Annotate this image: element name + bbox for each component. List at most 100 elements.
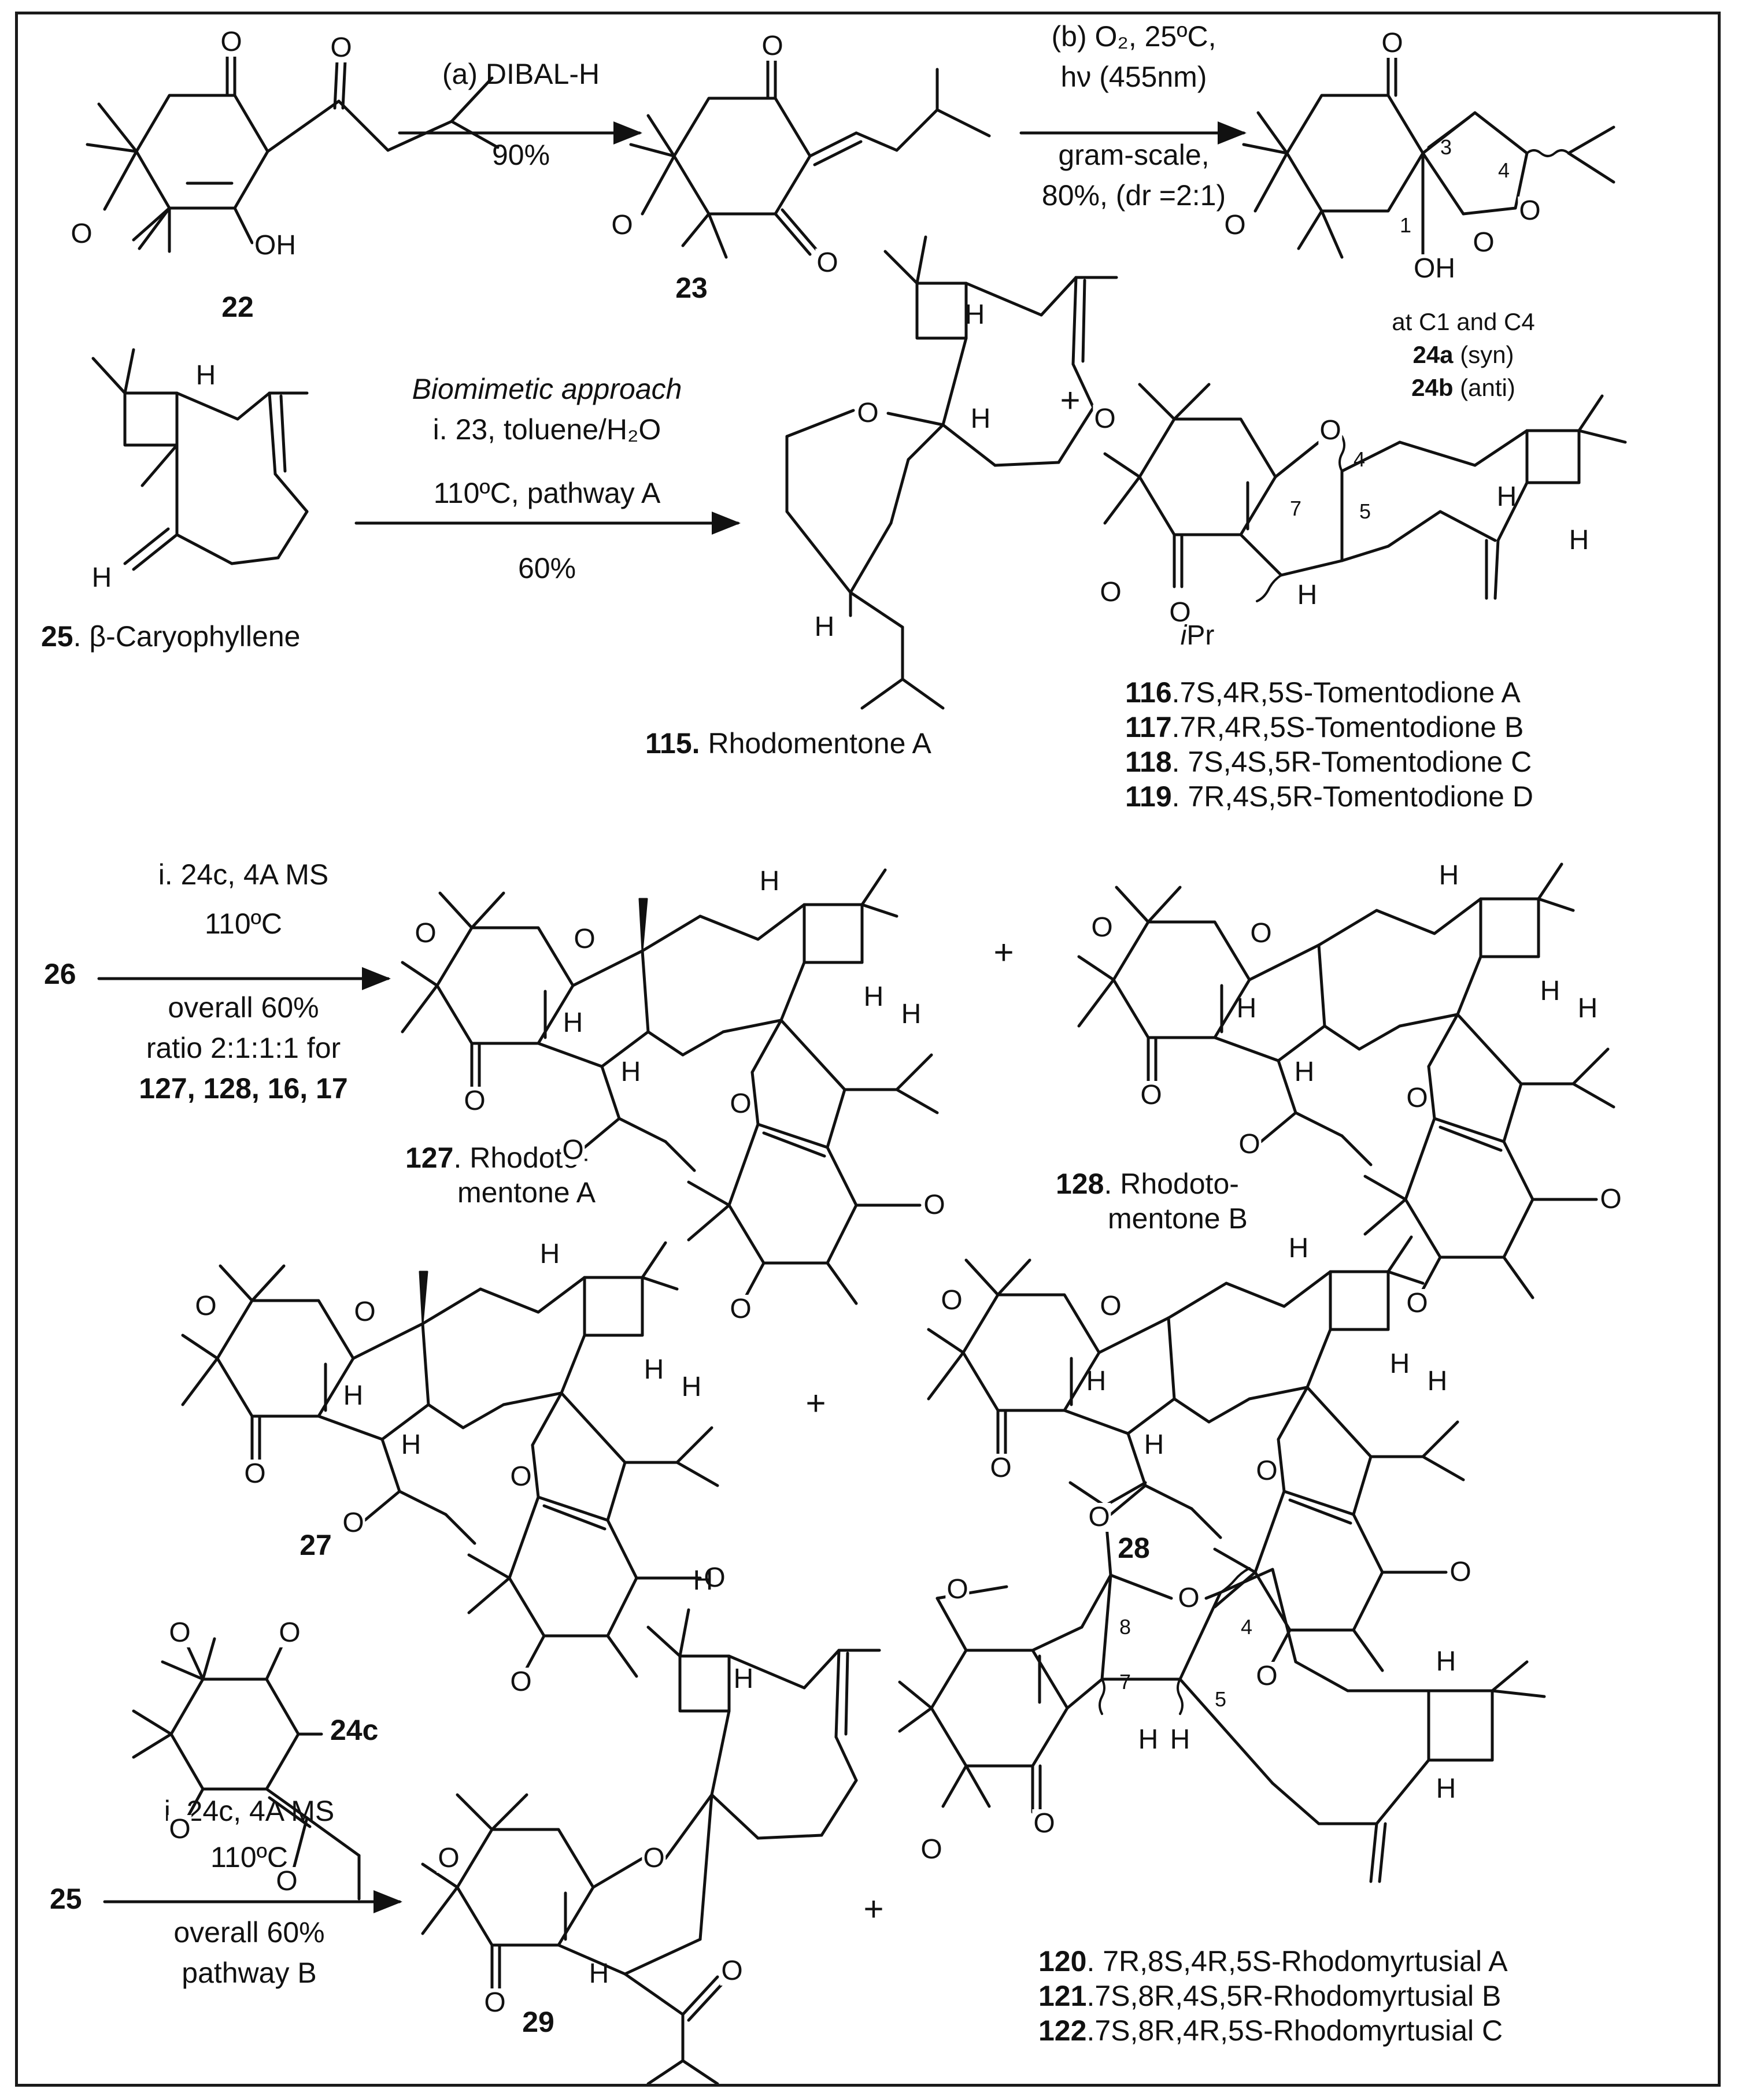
structure-29 (421, 1608, 881, 2084)
atom-o: O (509, 1666, 533, 1697)
atom-o: O (1448, 1557, 1473, 1587)
compound-22-label: 22 (221, 291, 254, 323)
compound-128-label-line1: 128. Rhodoto- (1056, 1168, 1239, 1200)
atom-h: H (681, 1372, 702, 1402)
atom-number-5: 5 (1359, 499, 1371, 523)
atom-number-1: 1 (1399, 213, 1412, 237)
atom-h: H (970, 403, 991, 434)
atom-o: O (989, 1453, 1013, 1483)
atom-o: O (219, 27, 243, 57)
atom-o: O (437, 1843, 461, 1873)
compound-119-label: 119. 7R,4S,5R-Tomentodione D (1125, 780, 1533, 813)
structure-116 (1103, 383, 1627, 602)
step-26-line1: i. 24c, 4A MS (158, 858, 329, 891)
compound-25-label: 25. β-Caryophyllene (41, 620, 301, 653)
atom-o: O (275, 1866, 299, 1897)
step-b-line4: 80%, (dr =2:1) (1041, 179, 1226, 212)
compound-118-label: 118. 7S,4S,5R-Tomentodione C (1125, 746, 1532, 778)
atom-h: H (91, 562, 112, 593)
structure-25 (91, 348, 309, 571)
atom-o: O (919, 1834, 944, 1865)
atom-o: O (729, 1294, 753, 1324)
atom-o: O (702, 1562, 727, 1593)
step-26-line2: 110ºC (204, 908, 283, 940)
atom-h: H (759, 866, 780, 897)
atom-h: H (343, 1380, 364, 1411)
compound-27-label: 27 (299, 1529, 332, 1561)
compound-122-label: 122.7S,8R,4R,5S-Rhodomyrtusial C (1038, 2014, 1503, 2047)
atom-o: O (329, 32, 353, 63)
atom-h: H (401, 1429, 421, 1460)
step-a-yield: 90% (491, 139, 550, 171)
atom-number-4: 4 (1240, 1615, 1253, 1639)
atom-o: O (1405, 1288, 1429, 1318)
compound-25b-label: 25 (50, 1883, 82, 1915)
structure-23 (629, 56, 991, 259)
atom-o: O (168, 1814, 192, 1845)
atom-h: H (1569, 525, 1589, 555)
scheme-frame: (a) DIBAL-H 90% (b) O₂, 25ºC, hν (455nm)… (15, 12, 1721, 2087)
atom-o: O (572, 924, 597, 954)
step-26-line5: 127, 128, 16, 17 (139, 1072, 348, 1105)
structure-24c (132, 1637, 361, 1901)
atom-o: O (729, 1088, 753, 1119)
atom-h: H (1439, 860, 1459, 891)
step-b-line1: (b) O₂, 25ºC, (1051, 20, 1216, 53)
step-a-reagent: (a) DIBAL-H (442, 58, 600, 90)
atom-o: O (1255, 1661, 1279, 1691)
plus-sign-3: + (805, 1384, 826, 1423)
structure-27 (181, 1241, 719, 1678)
atom-o: O (1090, 912, 1114, 943)
compound-24-note: at C1 and C4 (1392, 308, 1535, 335)
atom-o: O (815, 247, 840, 278)
step-25-line1: i. 24c, 4A MS (164, 1795, 335, 1827)
atom-h: H (644, 1354, 664, 1385)
step-b-line2: hν (455nm) (1060, 61, 1207, 93)
compound-120-label: 120. 7R,8S,4R,5S-Rhodomyrtusial A (1038, 1945, 1508, 1977)
atom-o: O (1599, 1184, 1623, 1214)
atom-o: O (1093, 403, 1117, 434)
atom-number-4: 4 (1353, 447, 1366, 471)
structure-22 (86, 53, 500, 253)
atom-h: H (1288, 1233, 1309, 1264)
atom-o: O (1318, 415, 1343, 446)
atom-h: H (563, 1008, 583, 1038)
atom-o: O (1518, 195, 1542, 226)
atom-o: O (413, 918, 438, 949)
atom-h: H (1436, 1773, 1456, 1804)
atom-o: O (1223, 210, 1247, 240)
atom-h: H (1389, 1349, 1410, 1379)
atom-h: H (620, 1057, 641, 1087)
structure-128 (1077, 862, 1615, 1299)
compound-24c-label: 24c (330, 1714, 379, 1746)
atom-h: H (693, 1565, 713, 1596)
structure-115 (785, 235, 1118, 710)
atom-number-5: 5 (1214, 1687, 1227, 1711)
atom-h: H (589, 1958, 609, 1989)
biomimetic-title: Biomimetic approach (412, 373, 682, 405)
atom-h: H (964, 299, 985, 330)
step-26-line4: ratio 2:1:1:1 for (146, 1032, 341, 1064)
compound-23-label: 23 (675, 272, 708, 304)
atom-o: O (1471, 227, 1496, 258)
compound-117-label: 117.7R,4R,5S-Tomentodione B (1125, 711, 1524, 743)
atom-oh: OH (1412, 253, 1456, 284)
atom-o: O (940, 1285, 964, 1316)
plus-sign-1: + (1060, 381, 1081, 420)
step-25-line4: pathway B (182, 1957, 317, 1989)
compound-26-label: 26 (44, 958, 76, 990)
atom-o: O (856, 398, 880, 428)
atom-o: O (341, 1508, 365, 1538)
atom-h: H (1144, 1429, 1164, 1460)
atom-o: O (353, 1297, 377, 1327)
biomimetic-line1: i. 23, toluene/H₂O (432, 413, 661, 446)
atom-o: O (243, 1458, 267, 1489)
structure-24 (1242, 53, 1615, 259)
compound-115-label: 115. Rhodomentone A (645, 727, 931, 760)
atom-ipr: iPr (1180, 620, 1215, 651)
atom-h: H (901, 999, 922, 1029)
atom-o: O (1255, 1455, 1279, 1486)
atom-h: H (814, 612, 835, 642)
atom-o: O (483, 1987, 507, 2018)
atom-o: O (463, 1086, 487, 1116)
